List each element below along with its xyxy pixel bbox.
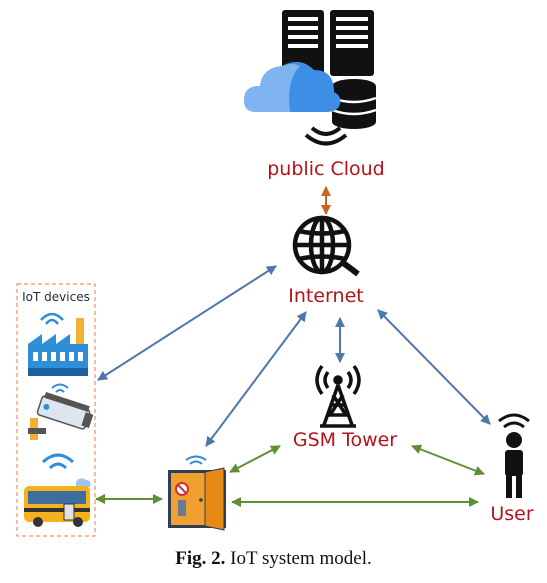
- person-icon: [498, 413, 530, 498]
- internet-label: Internet: [288, 285, 363, 307]
- internet-door-arrow: [205, 311, 307, 447]
- cloud-icon: [244, 61, 341, 112]
- figure-number: Fig. 2.: [175, 548, 226, 569]
- gsm-tower-label: GSM Tower: [293, 429, 397, 451]
- globe-icon: [292, 215, 360, 277]
- bus-icon: [24, 453, 91, 527]
- cell-tower-icon: [315, 364, 361, 428]
- internet-user-arrow: [377, 309, 491, 425]
- figure-caption: Fig. 2. IoT system model.: [0, 548, 547, 570]
- user-label: User: [490, 503, 533, 525]
- internet-iot-arrow: [97, 265, 277, 381]
- public-cloud-icon: [244, 10, 377, 146]
- server-rack-icon: [282, 10, 374, 76]
- security-camera-icon: [28, 383, 94, 440]
- gsm-door-arrow: [229, 445, 281, 473]
- cloud-label: public Cloud: [267, 158, 384, 180]
- iot-devices-label: IoT devices: [22, 290, 90, 304]
- factory-icon: [28, 312, 88, 376]
- figure-caption-text: IoT system model.: [230, 548, 372, 569]
- gsm-user-arrow: [411, 444, 485, 476]
- smart-door-icon: [168, 455, 226, 531]
- iot-devices-box: [16, 283, 96, 537]
